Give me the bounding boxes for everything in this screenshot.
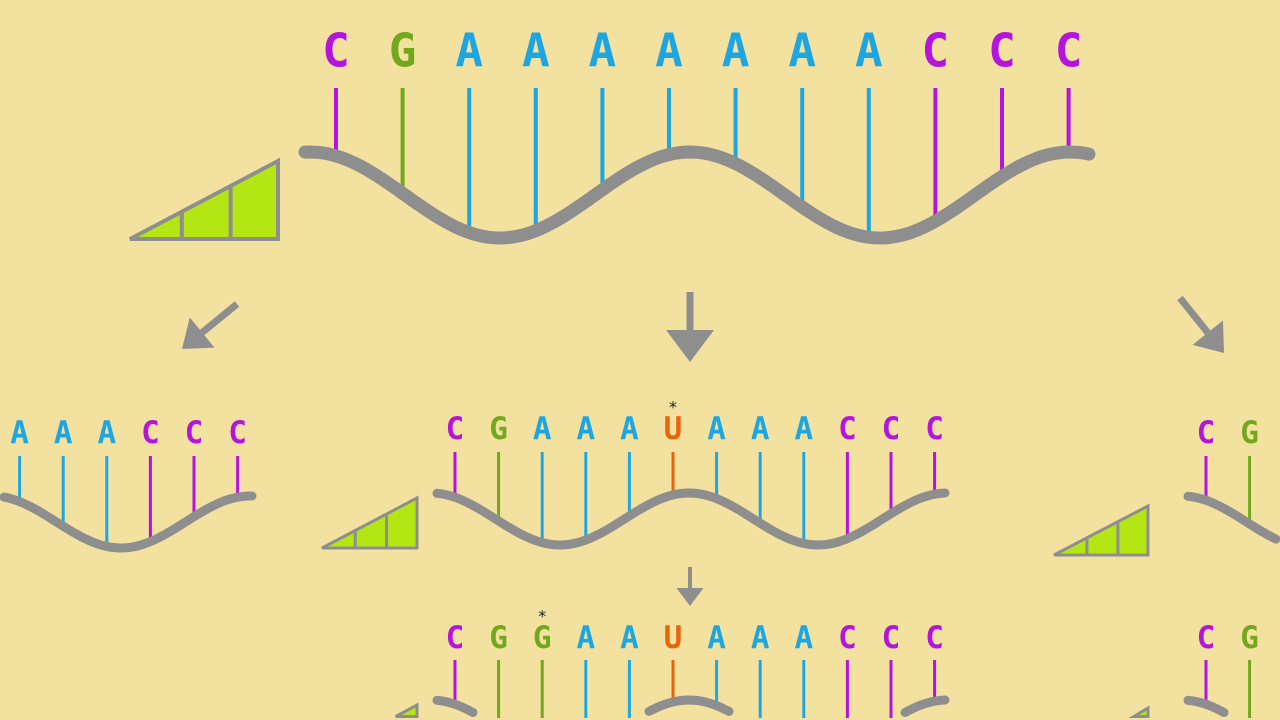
ramp-triangle-icon (394, 702, 419, 718)
nucleotide-G: G (489, 620, 508, 656)
nucleotide-G: G (489, 411, 508, 447)
ramp-triangle-icon (321, 495, 419, 550)
backbone (1183, 695, 1229, 717)
nucleotide-C: C (882, 411, 901, 447)
nucleotide-A: A (788, 24, 816, 78)
arrow-down-left-icon (182, 301, 240, 349)
nucleotide-C: C (838, 411, 857, 447)
arrow-head (676, 588, 704, 606)
backbone (298, 145, 1096, 245)
nucleotide-U: U (664, 411, 683, 447)
nucleotide-A: A (620, 620, 639, 656)
nucleotide-A: A (455, 24, 483, 78)
ramp-shape (321, 495, 419, 550)
nucleotide-A: A (722, 24, 750, 78)
nucleotide-A: A (54, 415, 73, 451)
nucleotide-A: A (751, 411, 770, 447)
arrow-head (182, 317, 215, 349)
nucleotide-C: C (838, 620, 857, 656)
nucleotide-G: G (1240, 620, 1259, 656)
ramp-shape (129, 157, 280, 241)
nucleotide-A: A (751, 620, 770, 656)
small-arrow-down-icon (676, 567, 704, 606)
nucleotide-C: C (446, 411, 465, 447)
nucleotide-A: A (620, 411, 639, 447)
nucleotide-C: C (446, 620, 465, 656)
arrow-head (666, 330, 714, 362)
ramp-shape (1128, 705, 1150, 718)
nucleotide-C: C (925, 411, 944, 447)
ramp-shape (394, 702, 419, 718)
nucleotide-A: A (707, 620, 726, 656)
nucleotide-C: C (988, 24, 1016, 78)
ramp-triangle-icon (1128, 705, 1150, 718)
nucleotide-A: A (97, 415, 116, 451)
nucleotide-C: C (1197, 415, 1216, 451)
nucleotide-A: A (522, 24, 550, 78)
nucleotide-A: A (576, 411, 595, 447)
arrow-down-right-icon (1177, 295, 1224, 353)
nucleotide-C: C (1055, 24, 1083, 78)
nucleotide-A: A (655, 24, 683, 78)
nucleotide-G: G (533, 620, 552, 656)
nucleotide-U: U (664, 620, 683, 656)
nucleotide-C: C (322, 24, 350, 78)
nucleotide-A: A (855, 24, 883, 78)
nucleotide-A: A (794, 411, 813, 447)
nucleotide-A: A (707, 411, 726, 447)
nucleotide-C: C (882, 620, 901, 656)
backbone (432, 488, 950, 550)
nucleotide-C: C (141, 415, 160, 451)
mutation-star: * (538, 607, 546, 626)
nucleotide-C: C (925, 620, 944, 656)
nucleotide-C: C (922, 24, 950, 78)
ramp-triangle-icon (1053, 503, 1150, 557)
nucleotide-G: G (1240, 415, 1259, 451)
arrow-shaft (1177, 295, 1211, 335)
nucleotide-A: A (10, 415, 29, 451)
backbone (1183, 491, 1280, 544)
nucleotide-A: A (576, 620, 595, 656)
arrow-down-icon (666, 292, 714, 362)
nucleotide-A: A (533, 411, 552, 447)
nucleotide-A: A (794, 620, 813, 656)
mutation-star: * (669, 398, 677, 417)
nucleotide-A: A (589, 24, 617, 78)
nucleotide-G: G (389, 24, 417, 78)
backbone (432, 695, 950, 717)
nucleotide-C: C (228, 415, 247, 451)
nucleotide-C: C (185, 415, 204, 451)
nucleotide-C: C (1197, 620, 1216, 656)
ramp-triangle-icon (129, 157, 280, 241)
arrow-shaft (199, 301, 240, 336)
arrow-head (1192, 320, 1224, 353)
ramp-shape (1053, 503, 1150, 557)
backbone (0, 491, 257, 553)
